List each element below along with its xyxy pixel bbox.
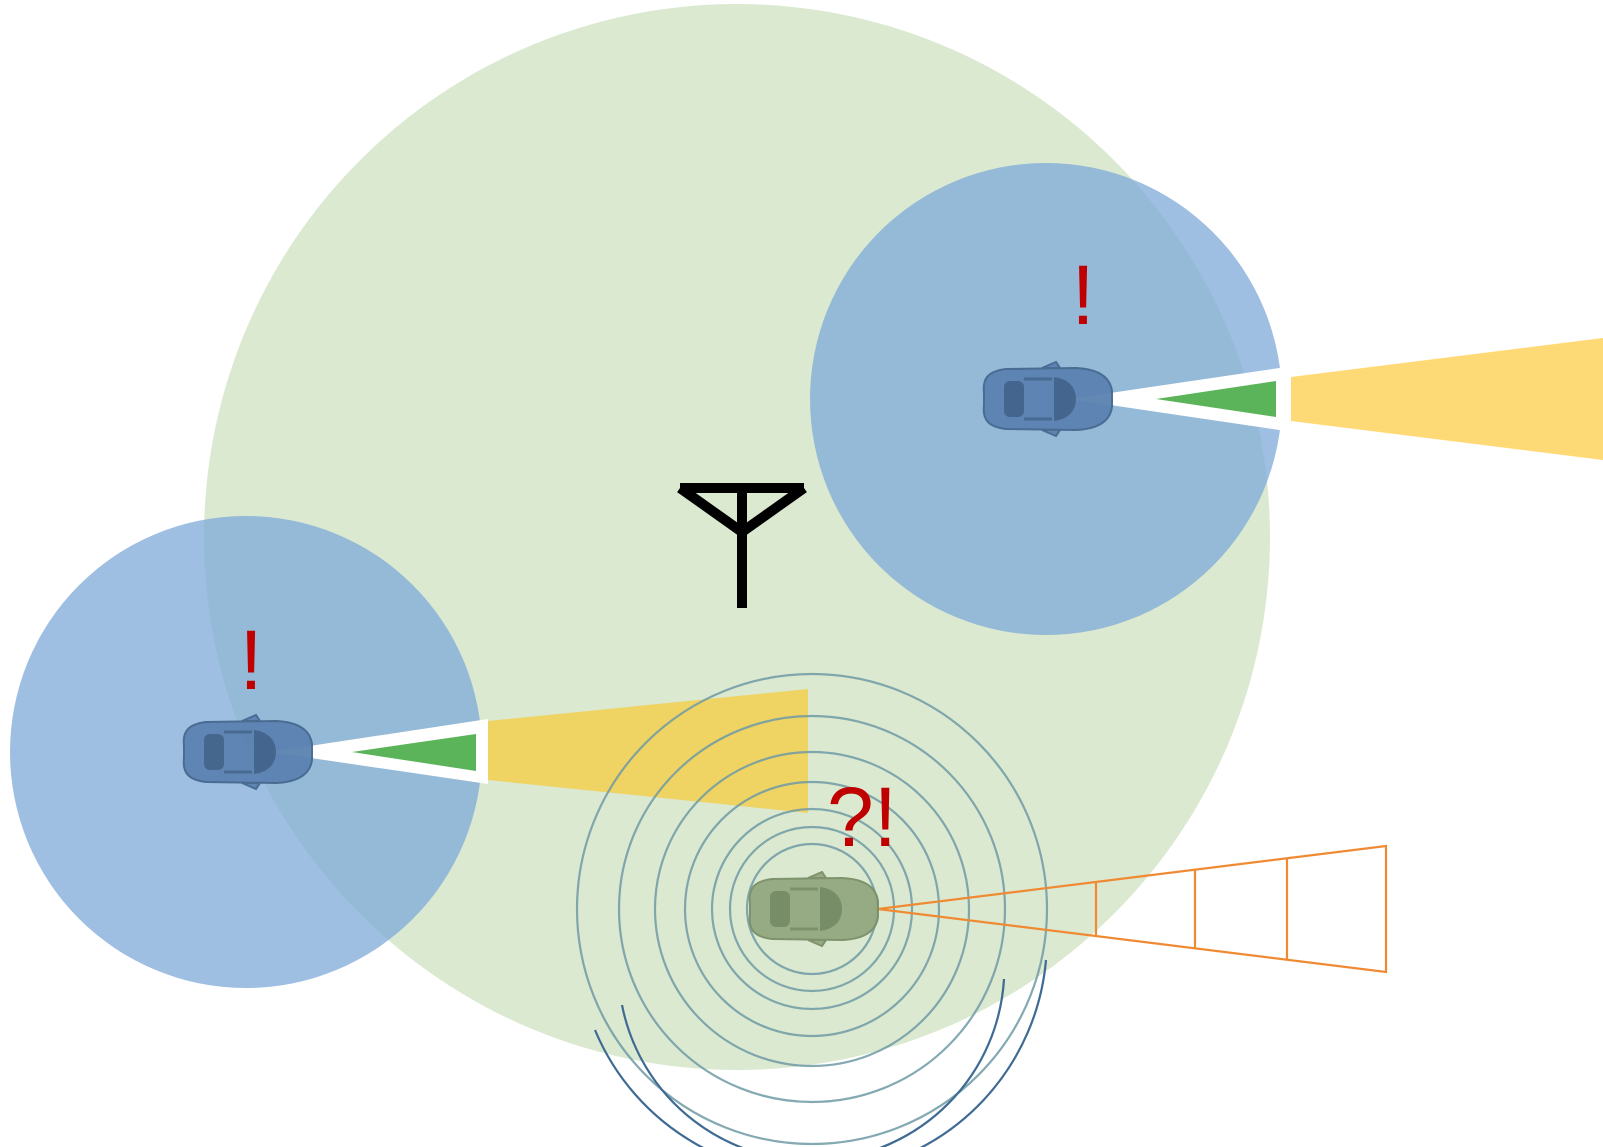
- car-icon: [982, 361, 1113, 437]
- radar-range-outline: [877, 844, 1388, 974]
- ripple-ring: [653, 750, 971, 1068]
- ripple-ring: [728, 825, 896, 993]
- left-sensor-near-beam: [352, 734, 476, 771]
- ripple-outer-arc: [620, 978, 1006, 1147]
- car-icon: [748, 871, 879, 947]
- top-car-alert: !: [1071, 248, 1094, 342]
- ripple-ring: [617, 714, 1007, 1104]
- ripple-ring: [683, 780, 941, 1038]
- ripple-ring: [710, 807, 914, 1011]
- antenna-icon: [677, 483, 807, 608]
- left-sensor-far-beam: [488, 689, 808, 813]
- car-icon: [182, 714, 313, 790]
- left-car-alert: !: [239, 613, 262, 707]
- top-sensor-near-beam: [1156, 381, 1276, 417]
- ripple-outer-arc: [593, 959, 1048, 1147]
- center-car-alert: ?!: [827, 770, 897, 864]
- top-sensor-far-beam: [1291, 338, 1603, 460]
- ripple-ring: [575, 672, 1049, 1146]
